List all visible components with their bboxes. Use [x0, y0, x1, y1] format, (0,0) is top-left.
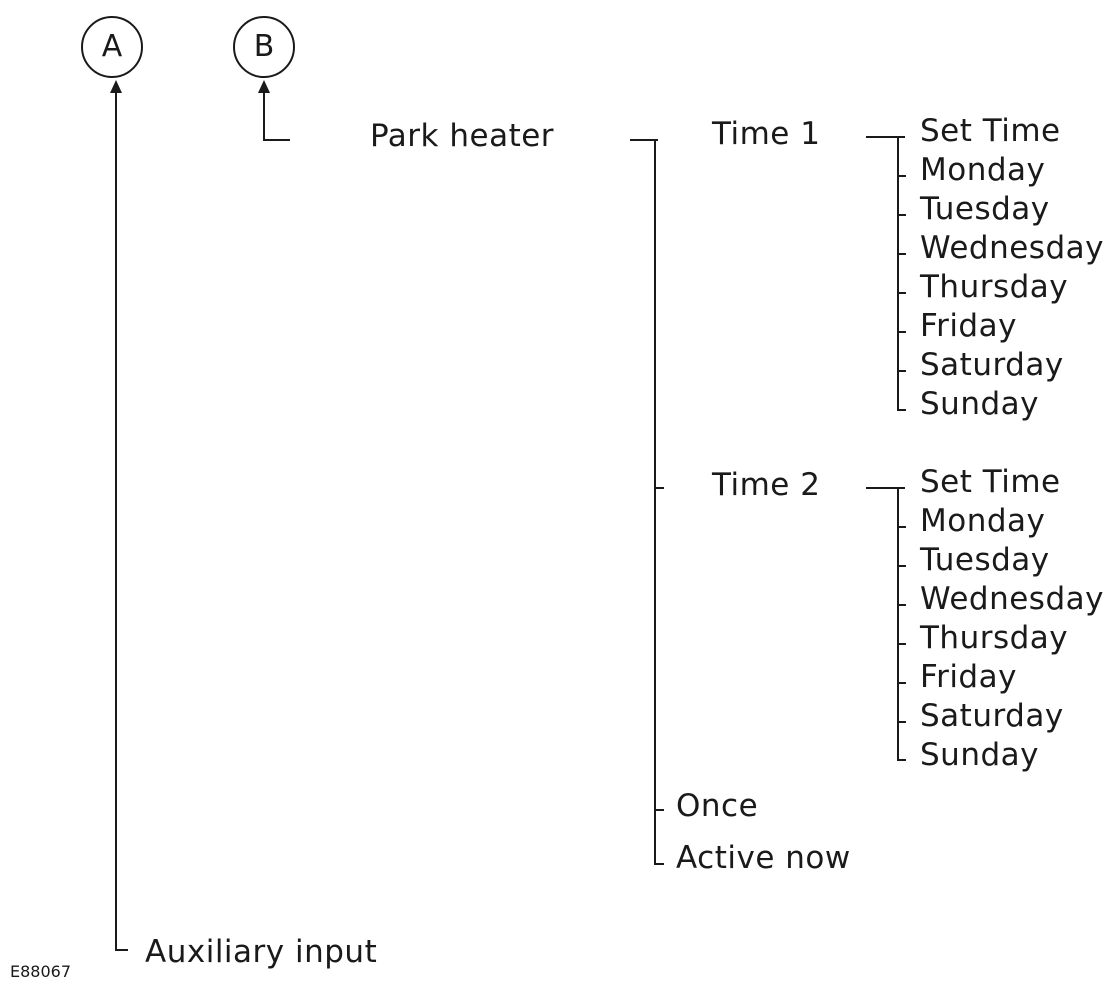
auxiliary-input-label: Auxiliary input	[145, 934, 378, 970]
time2-tuesday: Tuesday	[920, 542, 1050, 578]
figure-code: E88067	[10, 962, 72, 981]
callout-circle-b	[233, 16, 295, 78]
callout-b-label: B	[253, 29, 275, 64]
time1-tuesday: Tuesday	[920, 191, 1050, 227]
callout-a-label: A	[101, 29, 123, 64]
time1-set-time: Set Time	[920, 113, 1061, 149]
time2-saturday: Saturday	[920, 698, 1064, 734]
time2-friday: Friday	[920, 659, 1017, 695]
active-now-label: Active now	[676, 840, 851, 876]
callout-circle-a	[81, 16, 143, 78]
time2-spine	[897, 488, 906, 761]
time1-saturday: Saturday	[920, 347, 1064, 383]
time1-friday: Friday	[920, 308, 1017, 344]
arrowhead-b	[258, 80, 270, 93]
connector-park-heater-to-b	[263, 86, 290, 141]
time1-wednesday: Wednesday	[920, 230, 1104, 266]
park-heater-spine	[654, 140, 664, 865]
time1-label: Time 1	[712, 116, 821, 152]
time1-thursday: Thursday	[920, 269, 1069, 305]
time1-spine	[897, 137, 906, 411]
time2-monday: Monday	[920, 503, 1046, 539]
time2-thursday: Thursday	[920, 620, 1069, 656]
time2-label: Time 2	[712, 467, 821, 503]
park-heater-label: Park heater	[370, 118, 555, 154]
time2-wednesday: Wednesday	[920, 581, 1104, 617]
time1-monday: Monday	[920, 152, 1046, 188]
time2-set-time: Set Time	[920, 464, 1061, 500]
time2-sunday: Sunday	[920, 737, 1039, 773]
connector-auxiliary-to-a	[115, 86, 128, 951]
arrowhead-a	[110, 80, 122, 93]
time1-sunday: Sunday	[920, 386, 1039, 422]
once-label: Once	[676, 788, 759, 824]
